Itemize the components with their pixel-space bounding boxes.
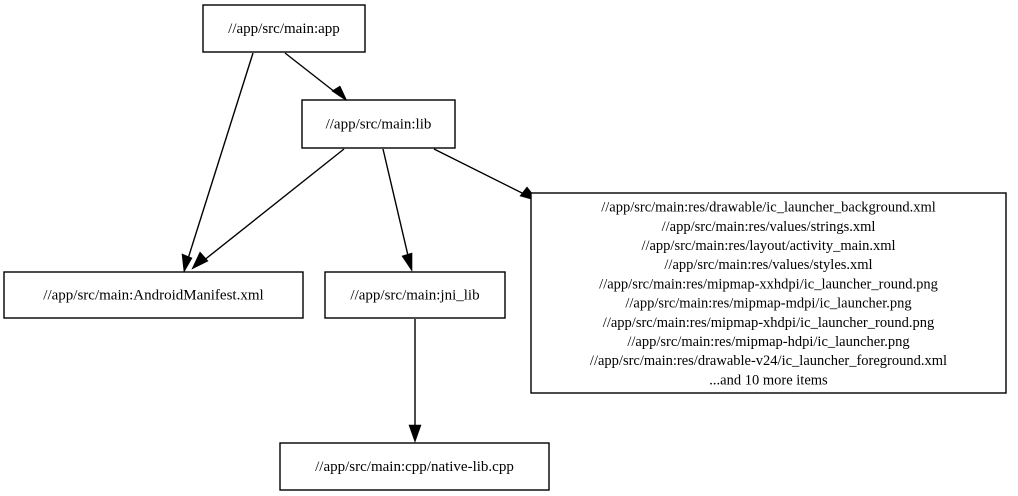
node-label-line: //app/src/main:res/drawable/ic_launcher_… (601, 200, 936, 216)
node-label-line: //app/src/main:res/mipmap-hdpi/ic_launch… (627, 334, 909, 350)
graph-edge-lib-to-res (433, 148, 539, 202)
node-label: //app/src/main:cpp/native-lib.cpp (315, 459, 514, 475)
node-box[interactable] (3, 271, 304, 319)
edge-arrowhead-icon (331, 85, 348, 102)
node-label-line: ...and 10 more items (709, 372, 828, 388)
graph-node-app[interactable]: //app/src/main:app (202, 4, 366, 53)
node-label: //app/src/main:app (228, 21, 340, 37)
node-label-line: //app/src/main:res/mipmap-mdpi/ic_launch… (625, 296, 911, 312)
node-box[interactable] (324, 271, 506, 319)
edge-arrowhead-icon (408, 424, 422, 443)
graph-node-jni_lib[interactable]: //app/src/main:jni_lib (324, 271, 506, 319)
node-label-line: //app/src/main:res/drawable-v24/ic_launc… (590, 353, 947, 369)
edge-line (185, 52, 254, 266)
graph-edges-layer (181, 52, 539, 443)
edge-arrowhead-icon (191, 251, 209, 270)
edge-line (382, 148, 411, 265)
node-label: //app/src/main:jni_lib (350, 287, 479, 303)
node-label-line: //app/src/main:res/layout/activity_main.… (641, 238, 895, 254)
graph-nodes-layer: //app/src/main:app //app/src/main:lib //ap… (3, 4, 1007, 491)
node-box[interactable] (530, 192, 1007, 394)
node-label: //app/src/main:lib (326, 116, 432, 132)
graph-edge-jni_lib-to-native_lib (408, 319, 422, 443)
edge-arrowhead-icon (401, 252, 413, 272)
edge-line (284, 52, 341, 97)
graph-edge-lib-to-jni_lib (382, 148, 413, 272)
edge-arrowhead-icon (181, 253, 193, 273)
edge-line (433, 148, 533, 199)
node-box[interactable] (301, 99, 456, 149)
graph-edge-app-to-lib (284, 52, 348, 102)
graph-node-res[interactable]: //app/src/main:res/drawable/ic_launcher_… (530, 192, 1007, 394)
graph-node-lib[interactable]: //app/src/main:lib (301, 99, 456, 149)
graph-edge-app-to-manifest (181, 52, 254, 273)
node-box[interactable] (202, 4, 366, 53)
graph-node-manifest[interactable]: //app/src/main:AndroidManifest.xml (3, 271, 304, 319)
node-label-line: //app/src/main:res/mipmap-xxhdpi/ic_laun… (599, 276, 938, 292)
node-label-line: //app/src/main:res/values/styles.xml (664, 257, 872, 273)
node-label: //app/src/main:AndroidManifest.xml (43, 287, 263, 303)
graph-node-native_lib[interactable]: //app/src/main:cpp/native-lib.cpp (279, 442, 550, 491)
graph-edge-lib-to-manifest (191, 148, 345, 270)
node-box[interactable] (279, 442, 550, 491)
node-label-line: //app/src/main:res/mipmap-xhdpi/ic_launc… (603, 315, 934, 331)
edge-line (197, 148, 345, 266)
node-label-line: //app/src/main:res/values/strings.xml (662, 219, 876, 235)
node-label: //app/src/main:res/drawable/ic_launcher_… (590, 200, 947, 389)
